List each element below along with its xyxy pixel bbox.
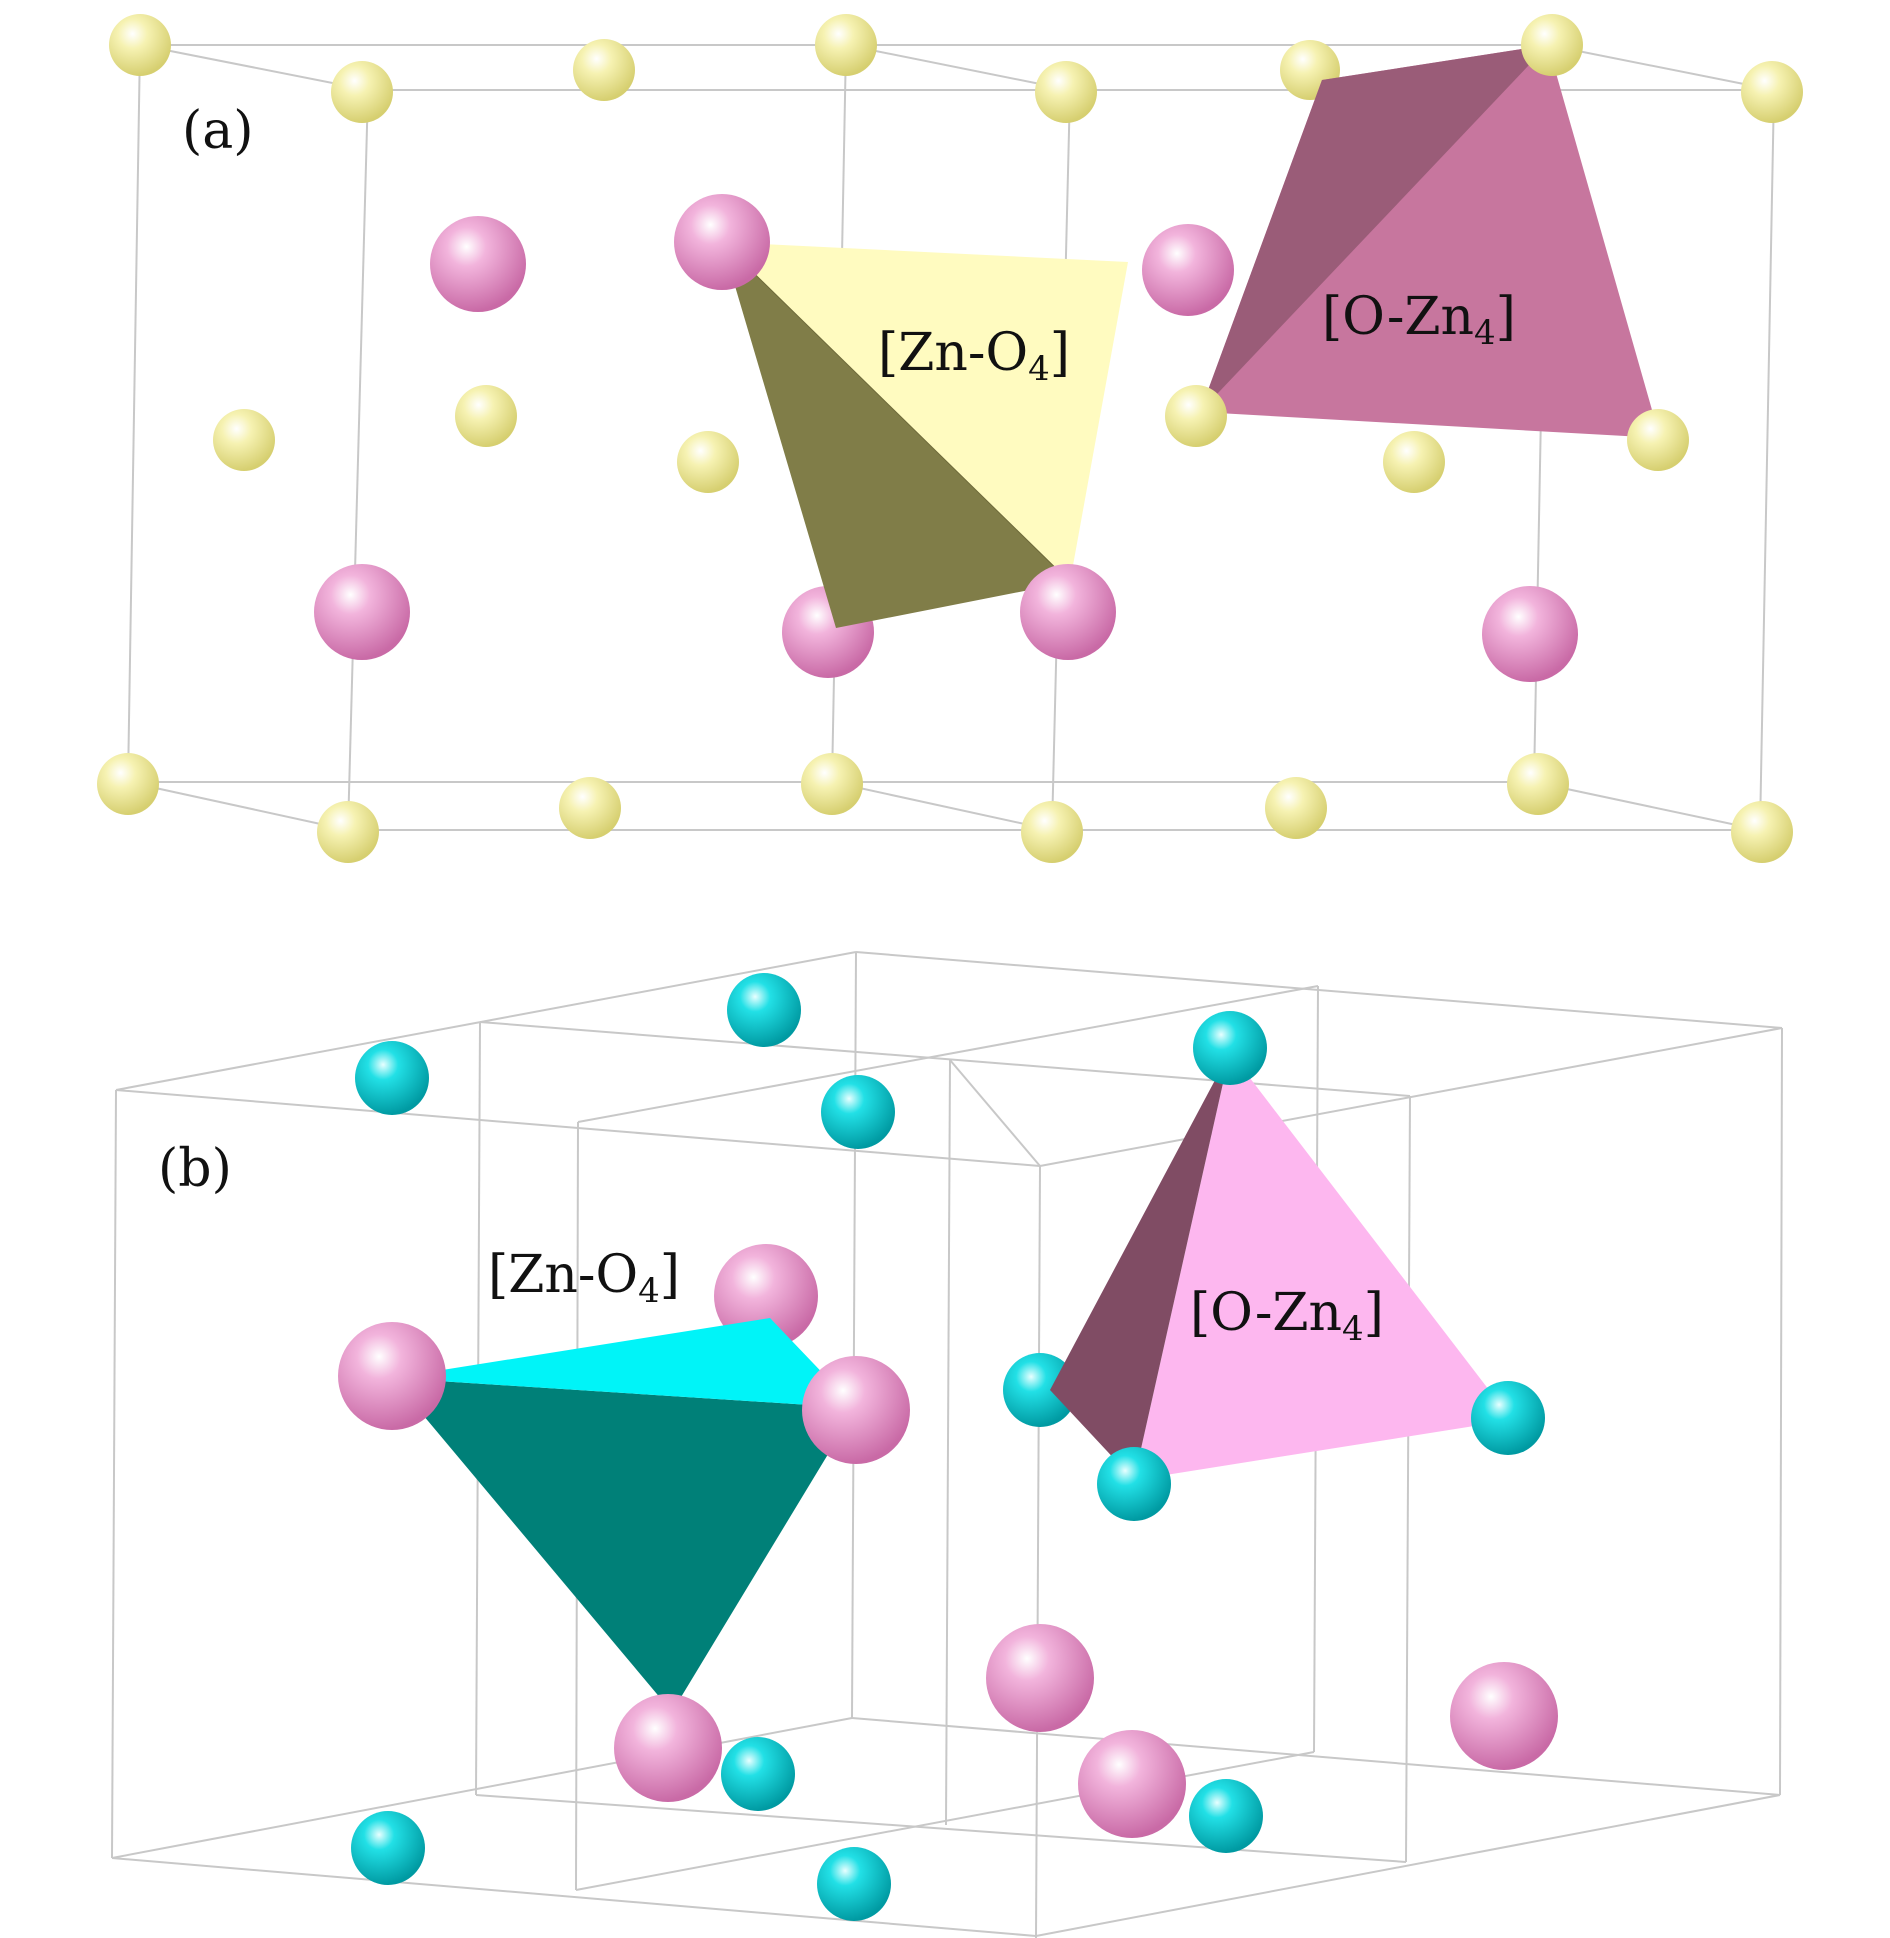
o-atom bbox=[815, 14, 877, 76]
o-atom bbox=[1003, 1353, 1077, 1427]
o-atom bbox=[455, 385, 517, 447]
o-atom bbox=[351, 1811, 425, 1885]
o-atom bbox=[1627, 409, 1689, 471]
panel-label-b: (b) bbox=[158, 1139, 232, 1199]
o-atom bbox=[727, 973, 801, 1047]
panel-b: (b) [Zn-O4] [O-Zn4] bbox=[111, 951, 1783, 1938]
o-atom bbox=[721, 1737, 795, 1811]
zn-atom bbox=[1482, 586, 1578, 682]
o-zn4-tetrahedron-a bbox=[1200, 45, 1660, 438]
zn-atom bbox=[1450, 1662, 1558, 1770]
zn-atom bbox=[338, 1322, 446, 1430]
o-atom bbox=[331, 61, 393, 123]
zn-atom bbox=[314, 564, 410, 660]
o-atom bbox=[1265, 777, 1327, 839]
atoms-front-a bbox=[97, 14, 1803, 863]
zn-atom bbox=[430, 216, 526, 312]
o-atom bbox=[1383, 431, 1445, 493]
zn-o4-tetrahedron-a bbox=[721, 241, 1128, 628]
polyhedron-label-zn-o4-a: [Zn-O4] bbox=[878, 323, 1070, 389]
panel-label-a: (a) bbox=[182, 101, 254, 161]
o-atom bbox=[1521, 14, 1583, 76]
o-atom bbox=[109, 14, 171, 76]
panel-a: (a) [Zn-O4] [O-Zn4] bbox=[97, 14, 1803, 863]
o-atom bbox=[1097, 1447, 1171, 1521]
zn-o4-tetrahedron-b bbox=[392, 1318, 856, 1712]
o-atom bbox=[213, 409, 275, 471]
o-atom bbox=[1731, 801, 1793, 863]
zn-atom bbox=[802, 1356, 910, 1464]
o-atom bbox=[817, 1847, 891, 1921]
zn-atom bbox=[614, 1694, 722, 1802]
o-zn4-tetrahedron-b bbox=[1050, 1052, 1512, 1480]
atoms-back-b bbox=[714, 1244, 1077, 1427]
polyhedron-label-o-zn4-a: [O-Zn4] bbox=[1322, 287, 1516, 353]
o-atom bbox=[1189, 1779, 1263, 1853]
o-atom bbox=[801, 753, 863, 815]
o-atom bbox=[559, 777, 621, 839]
o-atom bbox=[573, 39, 635, 101]
o-atom bbox=[1035, 61, 1097, 123]
o-atom bbox=[1142, 224, 1234, 316]
polyhedron-label-o-zn4-b: [O-Zn4] bbox=[1190, 1283, 1384, 1349]
atoms-front-b bbox=[338, 973, 1558, 1921]
zn-atom bbox=[1020, 564, 1116, 660]
polyhedron-label-zn-o4-b: [Zn-O4] bbox=[488, 1245, 680, 1311]
zn-atom bbox=[986, 1624, 1094, 1732]
o-atom bbox=[1471, 1381, 1545, 1455]
o-atom bbox=[1193, 1011, 1267, 1085]
o-atom bbox=[677, 431, 739, 493]
o-atom bbox=[1165, 385, 1227, 447]
zn-atom bbox=[674, 194, 770, 290]
o-atom bbox=[97, 753, 159, 815]
o-atom bbox=[1021, 801, 1083, 863]
zn-atom bbox=[714, 1244, 818, 1348]
o-atom bbox=[317, 801, 379, 863]
o-atom bbox=[821, 1075, 895, 1149]
o-atom bbox=[355, 1041, 429, 1115]
o-atom bbox=[1741, 61, 1803, 123]
zn-atom bbox=[1078, 1730, 1186, 1838]
o-atom bbox=[1507, 753, 1569, 815]
